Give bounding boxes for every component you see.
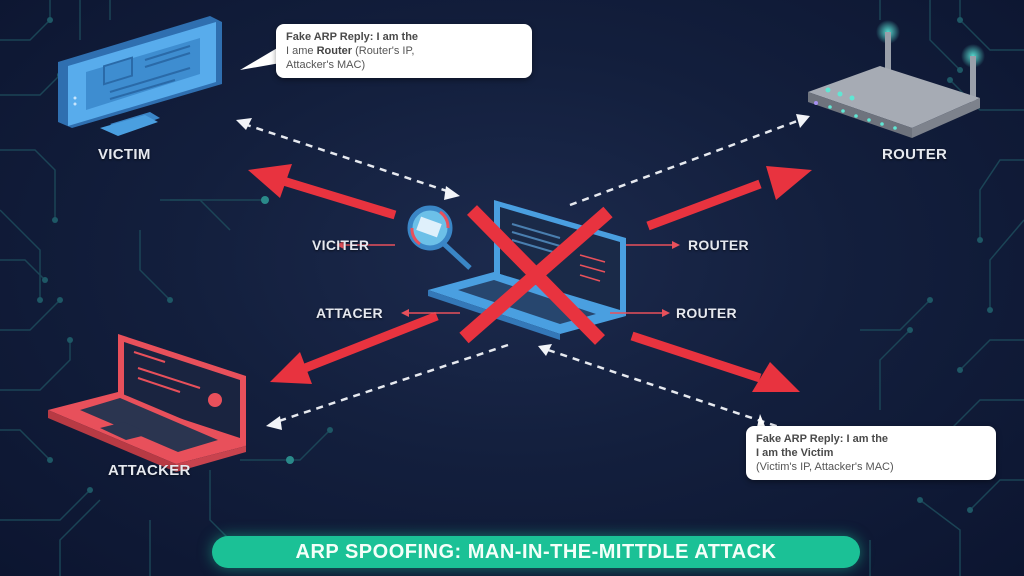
diagram-title: ARP SPOOFING: MAN-IN-THE-MITTDLE ATTACK [212,536,860,568]
fake-arp-router-bubble: Fake ARP Reply: I am the I ame Router (R… [276,24,532,78]
router-label: ROUTER [882,146,948,163]
center-label-bottom-right: ROUTER [676,305,737,321]
center-label-bottom-left: ATTACER [316,305,383,321]
victim-label: VICTIM [98,146,151,163]
attacker-label: ATTACKER [108,462,191,479]
center-label-top-left: VICITER [312,237,370,253]
center-label-top-right: ROUTER [688,237,749,253]
arrowhead-icon [236,118,252,130]
fake-arp-victim-bubble: Fake ARP Reply: I am the I am the Victim… [746,426,996,480]
